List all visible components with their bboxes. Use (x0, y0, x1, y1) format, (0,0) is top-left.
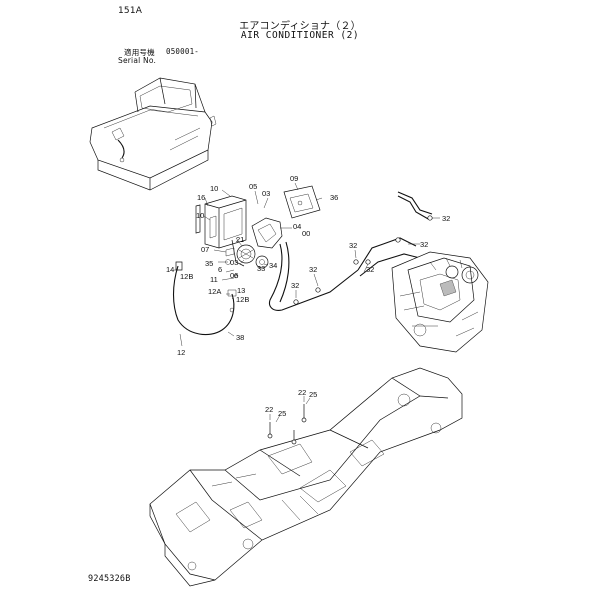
callout-09: 09 (290, 174, 298, 183)
callout-32-c: 32 (349, 241, 357, 250)
callout-21: 21 (236, 235, 244, 244)
callout-35: 35 (205, 259, 213, 268)
callout-10-lower: 10 (196, 211, 204, 220)
callout-12A: 12A (208, 287, 221, 296)
callout-32-a: 32 (442, 214, 450, 223)
leader-lines (174, 182, 440, 423)
callout-12B-lower: 12B (236, 295, 249, 304)
callout-00: 00 (302, 229, 310, 238)
callout-12: 12 (177, 348, 185, 357)
callout-36: 36 (330, 193, 338, 202)
callout-32-d: 32 (309, 265, 317, 274)
callout-22-left: 22 (265, 405, 273, 414)
callout-04: 04 (293, 222, 301, 231)
document-number: 9245326B (88, 574, 131, 584)
callout-34: 34 (269, 261, 277, 270)
title-english: AIR CONDITIONER (2) (240, 30, 360, 41)
callout-25-right: 25 (309, 390, 317, 399)
ac-hoses (268, 191, 433, 311)
serial-range: 050001- (166, 47, 200, 56)
engine-compressor (391, 251, 489, 353)
callout-labels: 09 05 10 03 36 16 10 04 00 21 07 35 03 3… (166, 174, 450, 418)
callout-32-e: 32 (291, 281, 299, 290)
callout-32-f: 32 (366, 265, 374, 274)
callout-16: 16 (197, 193, 205, 202)
callout-07: 07 (201, 245, 209, 254)
title-japanese: エアコンディショナ（２） (239, 21, 361, 32)
callout-13: 13 (237, 286, 245, 295)
callout-22-right: 22 (298, 388, 306, 397)
page-number: 151A (118, 6, 143, 16)
callout-32-b: 32 (420, 240, 428, 249)
callout-11: 11 (210, 275, 218, 284)
air-conditioner-unit (195, 195, 283, 279)
callout-12B: 12B (180, 272, 193, 281)
callout-03: 03 (262, 189, 270, 198)
callout-14: 14 (166, 265, 174, 274)
cover-panel (283, 185, 321, 219)
callout-38: 38 (236, 333, 244, 342)
callout-33: 33 (257, 264, 265, 273)
callout-05: 05 (249, 182, 257, 191)
serial-label-japanese: 適用号機 (124, 48, 155, 57)
callout-6: 6 (218, 265, 222, 274)
locator-machine-view (89, 77, 217, 191)
serial-label-english: Serial No. (118, 56, 157, 65)
main-frame (149, 367, 463, 587)
callout-06: 06 (230, 271, 238, 280)
callout-10: 10 (210, 184, 218, 193)
callout-25-left: 25 (278, 409, 286, 418)
callout-03-lower: 03 (230, 258, 238, 267)
